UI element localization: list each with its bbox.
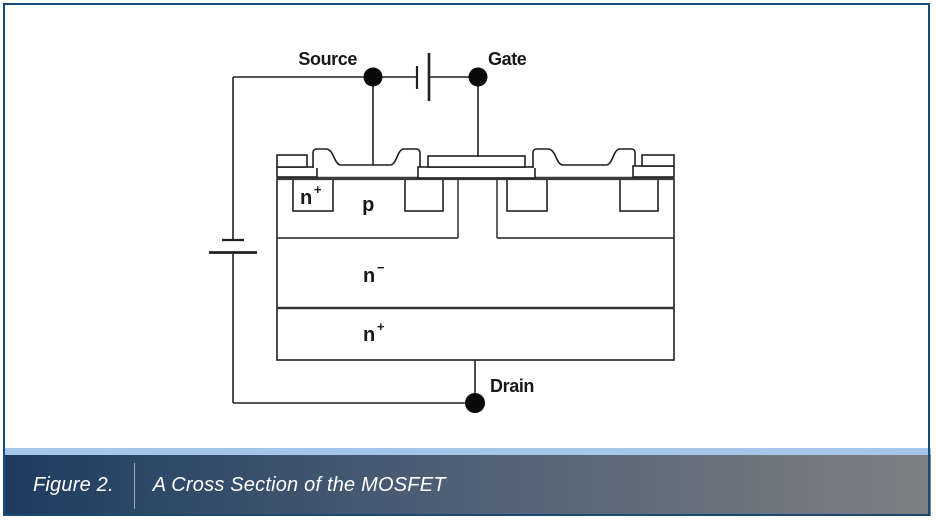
caption-separator [133,462,135,509]
n-plus-source-region-3 [506,178,548,212]
drain-label: Drain [490,376,534,396]
circuit-wiring [209,53,488,413]
right-source-metal-valley [532,148,636,168]
diagram-labels: Source Gate Drain n + p n − n + [298,49,534,396]
caption-bar: Figure 2. A Cross Section of the MOSFET [5,455,931,516]
gate-terminal-dot [468,67,488,87]
left-contact-step-lower [276,166,318,178]
gate-electrode-top [427,155,526,168]
caption-accent-strip [5,448,931,455]
n-minus-drift-label-sup: − [377,260,385,275]
right-contact-step-upper [641,154,675,167]
figure-title: A Cross Section of the MOSFET [152,474,446,496]
n-plus-source-label-sup: + [314,182,322,197]
left-contact-step-upper [276,154,308,168]
n-plus-source-region-2 [404,178,444,212]
gate-label: Gate [488,49,527,69]
n-plus-source-label-base: n [300,187,312,209]
top-metallization [276,148,675,179]
silicon-body-outline [276,178,675,361]
n-plus-source-region-1 [292,178,334,212]
source-label: Source [298,49,357,69]
source-terminal-dot [363,67,383,87]
p-body-label: p [362,194,374,216]
n-plus-substrate-label-base: n [363,324,375,346]
gate-battery-icon [415,53,431,101]
gate-electrode-base [417,166,536,179]
device-body [276,176,675,361]
n-plus-substrate-label-sup: + [377,319,385,334]
drain-battery-icon [209,238,257,254]
n-plus-source-region-4 [619,178,659,212]
figure-number: Figure 2. [33,474,114,496]
drain-terminal-dot [465,393,485,413]
right-contact-step-lower [632,165,675,178]
left-source-metal-valley [312,148,421,168]
n-minus-drift-label-base: n [363,265,375,287]
